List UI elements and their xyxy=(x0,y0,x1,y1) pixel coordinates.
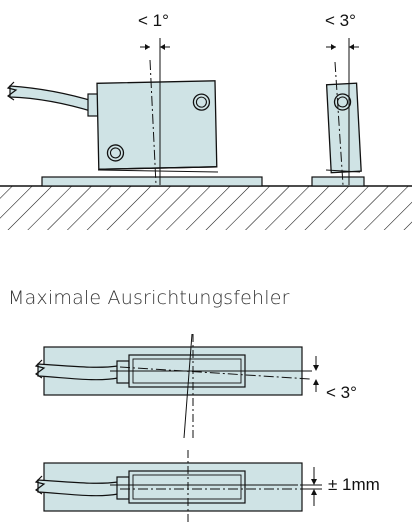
left-cable-break-icon xyxy=(6,81,18,101)
lower-sensor xyxy=(128,470,246,504)
left-sensor-cable xyxy=(9,85,97,113)
upper-cable-gland xyxy=(116,360,130,384)
upper-cable-break-icon xyxy=(34,359,46,379)
left-sensor-body xyxy=(96,80,218,170)
upper-vertical-tilted xyxy=(183,334,193,439)
right-sensor-body xyxy=(325,82,362,174)
left-mount-hole-bottom xyxy=(106,144,125,162)
right-tilted-axis xyxy=(334,61,344,186)
bottom-diagram: < 3° ± 1mm xyxy=(34,334,380,524)
left-cable-gland xyxy=(87,93,99,117)
right-mount-hole xyxy=(333,93,352,111)
left-tilted-axis xyxy=(149,59,157,186)
top-diagram: < 1° < 3° xyxy=(0,11,412,230)
left-angle-label: < 1° xyxy=(138,11,169,30)
lower-offset-label: ± 1mm xyxy=(328,475,380,494)
left-mount-hole-top xyxy=(192,93,211,111)
upper-angle-label: < 3° xyxy=(326,383,357,402)
figure-caption: Maximale Ausrichtungsfehler xyxy=(8,287,290,309)
upper-axis-tilted xyxy=(119,366,311,380)
lower-cable-gland xyxy=(116,476,130,500)
right-base-plate xyxy=(311,176,365,187)
left-base-plate xyxy=(41,176,263,187)
ground-hatching xyxy=(0,186,412,230)
right-angle-label: < 3° xyxy=(325,11,356,30)
lower-cable-break-icon xyxy=(34,475,46,495)
